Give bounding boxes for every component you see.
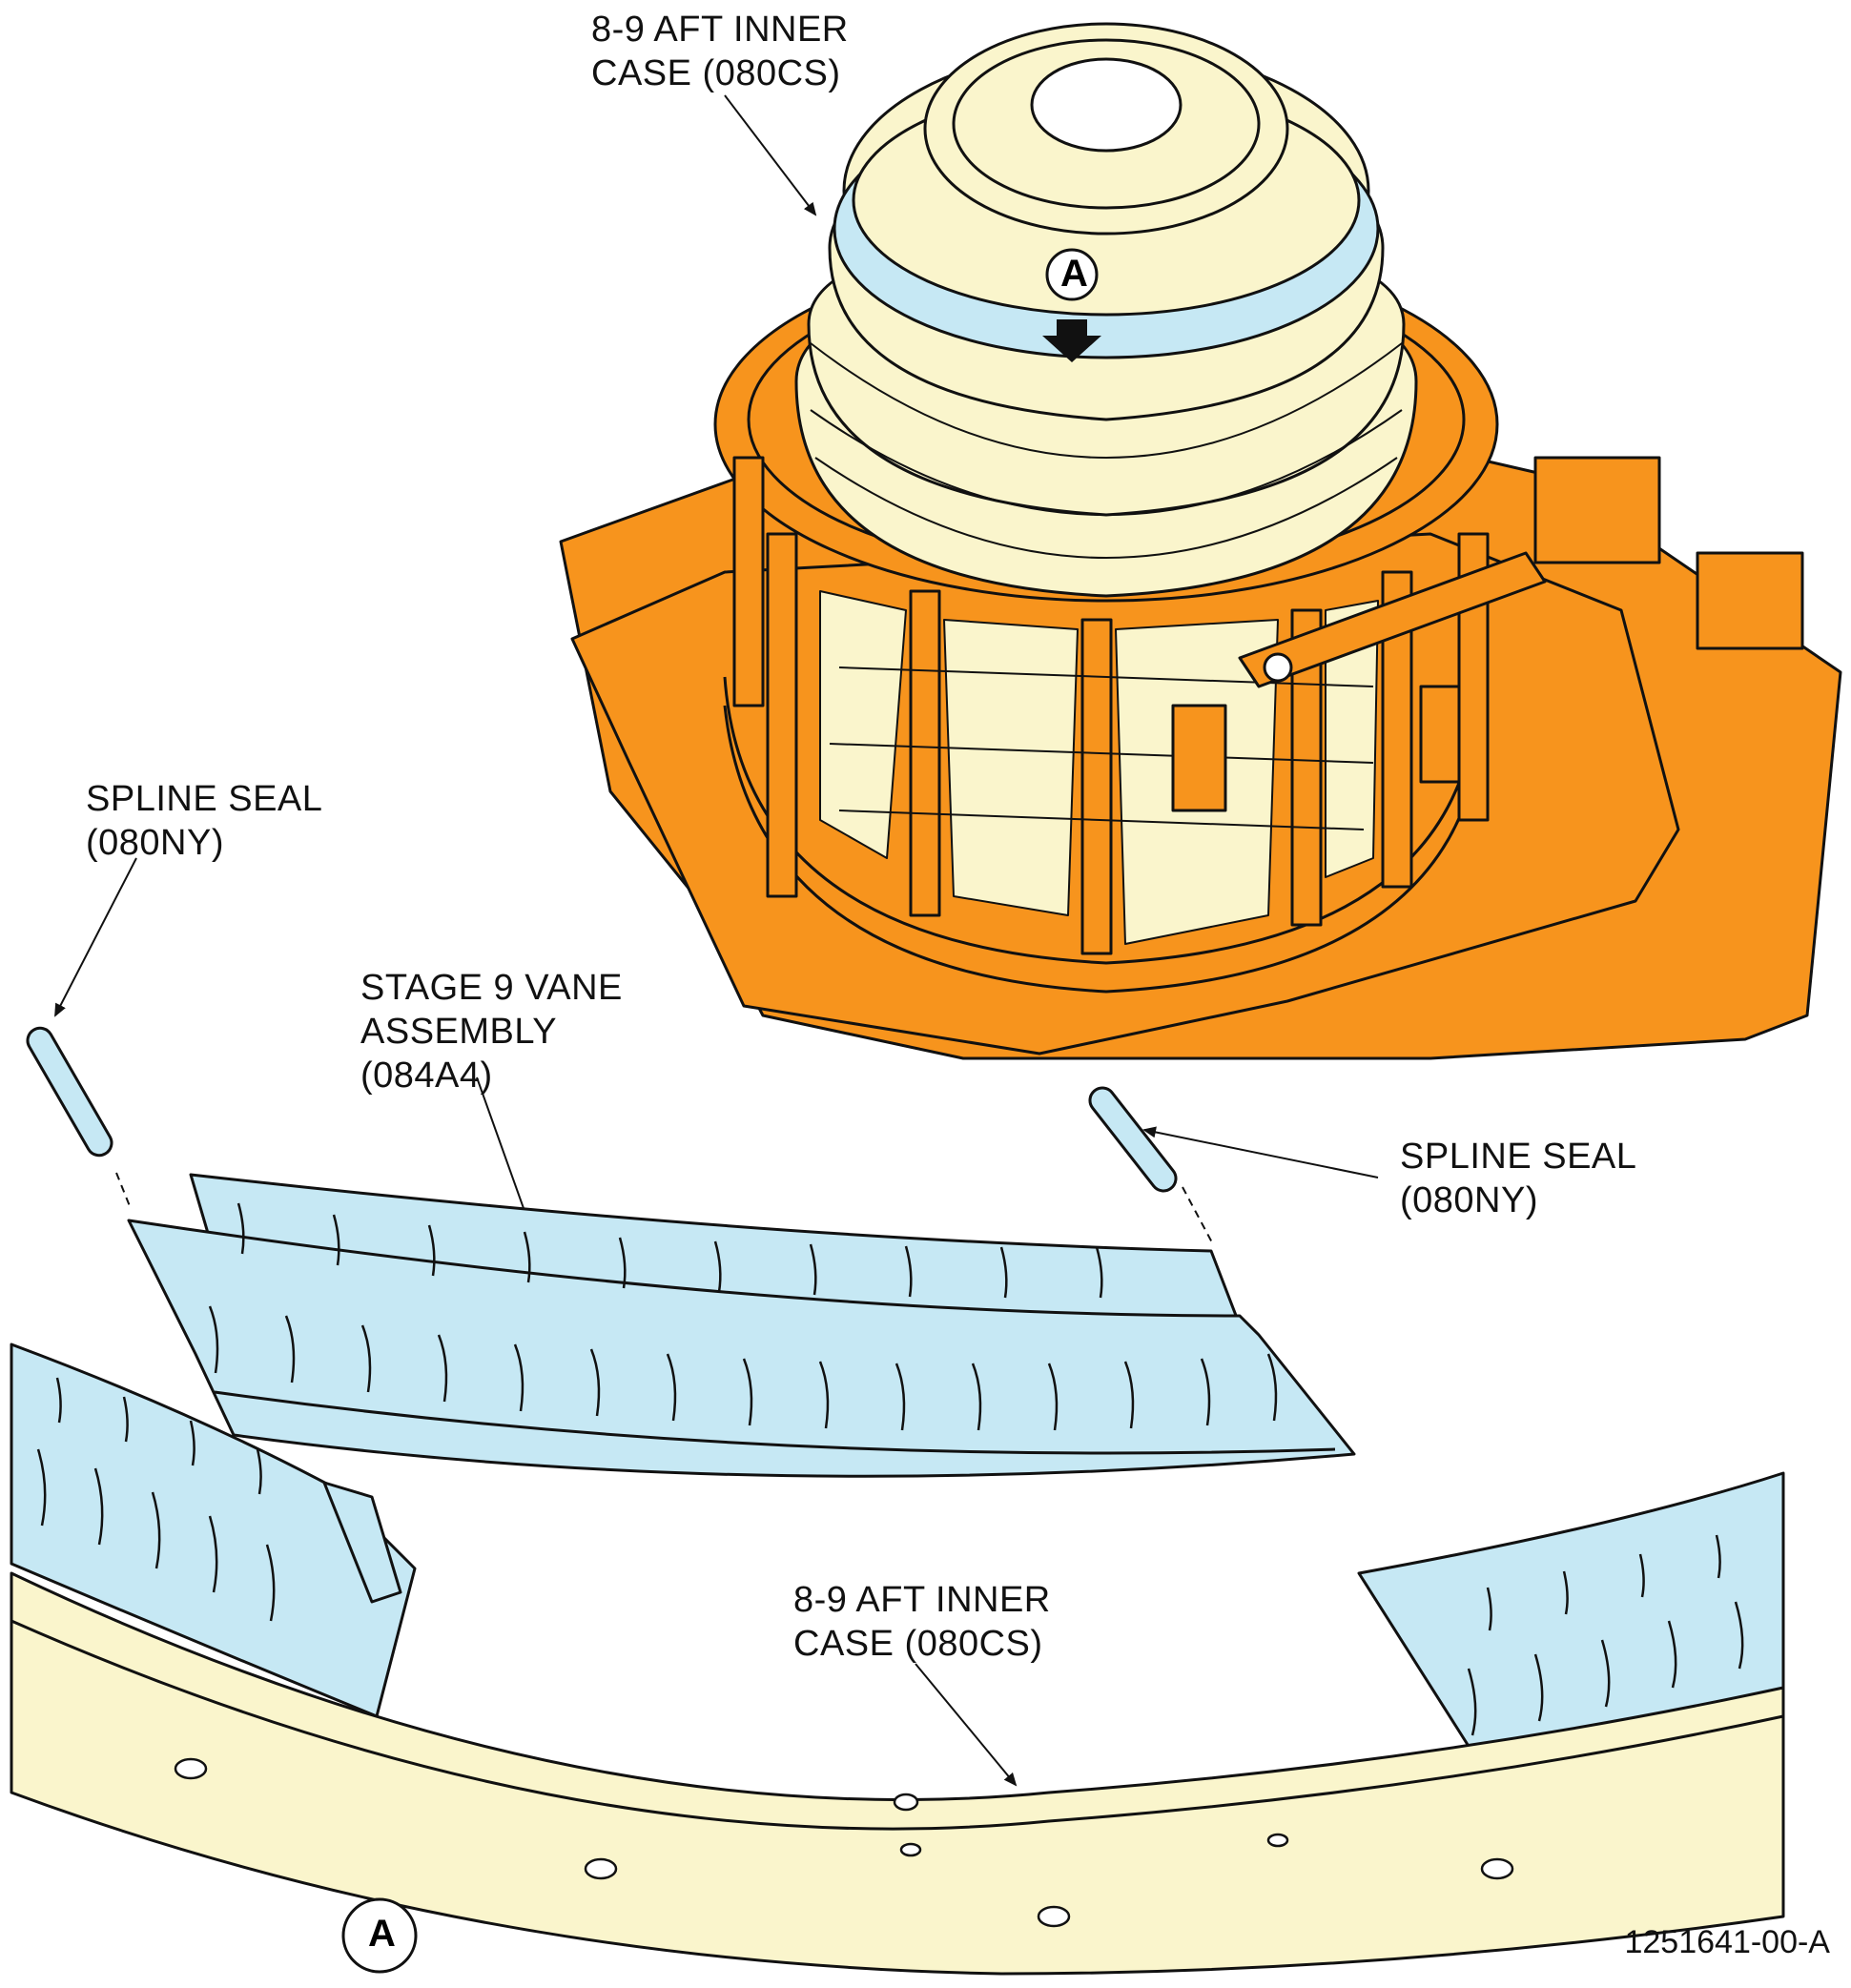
leader-top-case (724, 94, 817, 216)
stage-9-vane-assembly (127, 1173, 1356, 1478)
view-a-letter: A (1060, 253, 1088, 295)
label-bottom-inner-case-line1: 8-9 AFT INNER (793, 1580, 1051, 1620)
label-vane-assembly: STAGE 9 VANE ASSEMBLY (084A4) (360, 966, 623, 1097)
vane-body (127, 1219, 1356, 1478)
label-spline-seal-right-line1: SPLINE SEAL (1400, 1137, 1637, 1177)
top-inner-case (794, 22, 1418, 598)
detail-case-bolt-holes (174, 1757, 1514, 1928)
label-spline-seal-left-line1: SPLINE SEAL (86, 779, 323, 819)
leader-spline-seal-right (1142, 1126, 1379, 1178)
detail-case-ring-edge (10, 1619, 1784, 1831)
fixture-block-right-b (1696, 551, 1804, 650)
label-top-inner-case-line2: CASE (080CS) (591, 53, 841, 93)
label-vane-assembly-line3: (084A4) (360, 1055, 493, 1096)
spline-seal-right (1088, 1086, 1178, 1193)
detail-a-letter: A (368, 1913, 396, 1955)
label-vane-assembly-line2: ASSEMBLY (360, 1012, 558, 1052)
label-top-inner-case: 8-9 AFT INNER CASE (080CS) (591, 8, 849, 95)
label-bottom-inner-case: 8-9 AFT INNER CASE (080CS) (793, 1578, 1051, 1666)
centerline-right (1182, 1186, 1214, 1245)
fixture-block-right-a (1533, 456, 1661, 564)
label-spline-seal-left-line2: (080NY) (86, 823, 224, 863)
top-bore (1030, 57, 1183, 153)
detail-right-airfoils (1467, 1534, 1744, 1736)
figure-number: 1251641-00-A (1624, 1924, 1830, 1960)
detail-a-circle (341, 1897, 418, 1974)
centerline-left (115, 1172, 131, 1207)
detail-left-vane-flange (322, 1481, 402, 1604)
detail-a-view (10, 1342, 1785, 1976)
label-spline-seal-left: SPLINE SEAL (080NY) (86, 777, 322, 865)
label-bottom-inner-case-line2: CASE (080CS) (793, 1624, 1043, 1664)
leader-spline-seal-left (54, 857, 137, 1017)
label-vane-assembly-line1: STAGE 9 VANE (360, 968, 623, 1008)
leader-bottom-case (915, 1663, 1018, 1787)
detail-case-ring (10, 1571, 1785, 1976)
label-top-inner-case-line1: 8-9 AFT INNER (591, 10, 849, 50)
label-spline-seal-right-line2: (080NY) (1400, 1180, 1538, 1220)
fixture-clamp-arm (1171, 551, 1547, 812)
detail-left-airfoils (36, 1377, 276, 1622)
vane-airfoils (208, 1202, 1278, 1431)
label-spline-seal-right: SPLINE SEAL (080NY) (1400, 1135, 1636, 1222)
compressor-blades-visible (819, 590, 1379, 945)
spline-seal-left (26, 1026, 113, 1158)
vane-platform (214, 1390, 1336, 1455)
view-a-indicator (1042, 248, 1101, 362)
case-band-lines (810, 342, 1403, 559)
spline-seals (26, 1026, 1178, 1193)
